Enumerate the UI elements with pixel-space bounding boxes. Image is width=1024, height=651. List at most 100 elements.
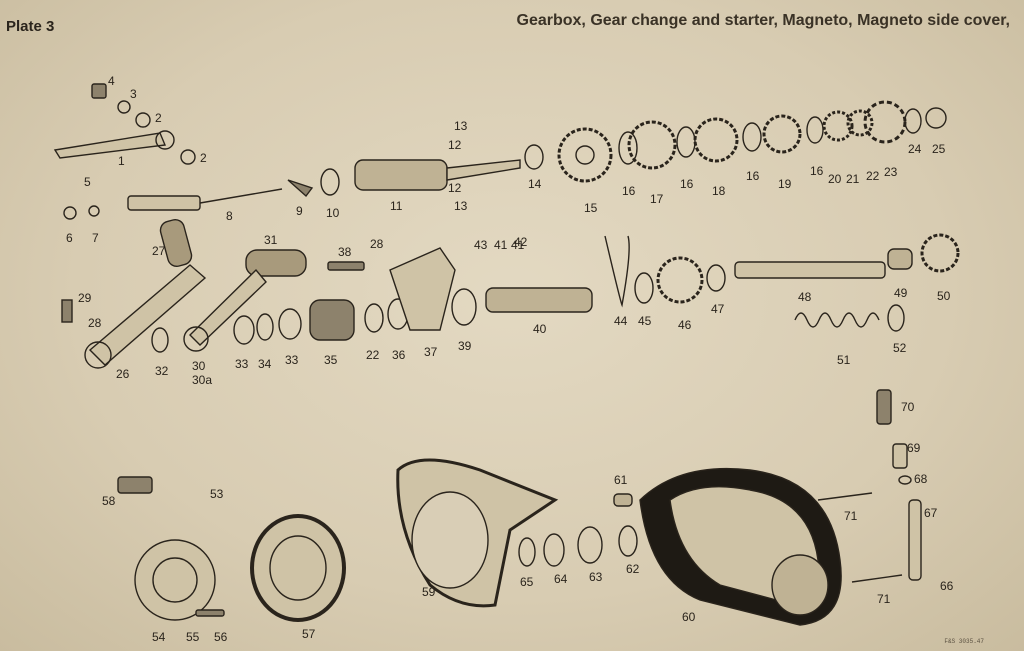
part-number-label: 3 (130, 87, 137, 101)
part-number-label: 16 (746, 169, 760, 183)
part-number-label: 49 (894, 286, 908, 300)
part-number-label: 25 (932, 142, 946, 156)
part-number-label: 71 (844, 509, 858, 523)
gear-part (693, 117, 739, 163)
ring-part (742, 122, 762, 152)
part-number-label: 44 (614, 314, 628, 328)
part-number-label: 53 (210, 487, 224, 501)
part-number-label: 45 (638, 314, 652, 328)
ring-part (451, 288, 477, 326)
part-number-label: 69 (907, 441, 921, 455)
part-number-label: 28 (370, 237, 384, 251)
mainshaft-part (446, 159, 521, 181)
part-number-label: 8 (226, 209, 233, 223)
part-number-label: 58 (102, 494, 116, 508)
part-number-label: 11 (390, 199, 403, 213)
part-number-label: 27 (152, 244, 166, 258)
bush-part (887, 248, 913, 270)
ring-part (634, 272, 654, 304)
flywheel-part (250, 514, 346, 622)
bolt-part (91, 83, 107, 99)
part-number-label: 15 (584, 201, 598, 215)
part-number-label: 9 (296, 204, 303, 218)
part-number-label: 5 (84, 175, 91, 189)
part-number-label: 43 (474, 238, 488, 252)
part-number-label: 23 (884, 165, 898, 179)
magneto-stator-part (152, 557, 198, 603)
part-number-label: 16 (810, 164, 824, 178)
part-number-label: 2 (200, 151, 207, 165)
gear-lever-part (53, 132, 167, 159)
part-number-label: 37 (424, 345, 438, 359)
screw-part (817, 492, 873, 501)
gear-part (575, 145, 595, 165)
part-number-label: 13 (454, 119, 468, 133)
part-number-label: 65 (520, 575, 534, 589)
selector-rod-part (127, 195, 201, 211)
shaft-part (908, 499, 922, 581)
sprocket-part (863, 100, 907, 144)
spring-part (794, 312, 880, 328)
washer-part (135, 112, 151, 128)
ring-part (577, 526, 603, 564)
part-number-label: 47 (711, 302, 725, 316)
part-number-label: 20 (828, 172, 842, 186)
part-number-label: 6 (66, 231, 73, 245)
screw-part (851, 574, 903, 583)
part-number-label: 54 (152, 630, 166, 644)
washer-part (155, 130, 175, 150)
gear-part (557, 127, 613, 183)
plate-number: Plate 3 (6, 18, 55, 35)
gear-part (627, 120, 677, 170)
gear-part (920, 233, 960, 273)
ring-part (518, 537, 536, 567)
part-number-label: 1 (118, 154, 125, 168)
bush-part (524, 144, 544, 170)
ring-part (706, 264, 726, 292)
part-number-label: 41 (494, 238, 508, 252)
part-number-label: 70 (901, 400, 915, 414)
ring-part (618, 525, 638, 557)
part-number-label: 52 (893, 341, 907, 355)
quadrant-plate-part (389, 247, 456, 331)
flywheel-part (269, 535, 327, 601)
mainshaft-sleeve-part (354, 159, 448, 191)
part-number-label: 33 (235, 357, 249, 371)
spring-part (604, 235, 630, 308)
bush-part (613, 493, 633, 507)
kickstart-rubber-part (245, 249, 307, 277)
part-number-label: 31 (264, 233, 278, 247)
ring-part (806, 116, 824, 144)
layshaft-part (485, 287, 593, 313)
side-cover-part (771, 554, 829, 616)
part-number-label: 60 (682, 610, 696, 624)
gear-part (846, 109, 874, 137)
part-number-label: 66 (940, 579, 954, 593)
kickstart-arm-part (189, 268, 267, 346)
part-number-label: 62 (626, 562, 640, 576)
kickstart-pedal-part (159, 219, 193, 267)
part-number-label: 30 (192, 359, 206, 373)
ring-part (887, 304, 905, 332)
part-number-label: 68 (914, 472, 928, 486)
part-number-label: 4 (108, 74, 115, 88)
ring-part (618, 131, 638, 165)
part-number-label: 42 (514, 235, 528, 249)
part-number-label: 26 (116, 367, 130, 381)
pin-part (327, 261, 365, 271)
shaft-part (734, 261, 886, 279)
part-number-label: 2 (155, 111, 162, 125)
ring-part (904, 108, 922, 134)
part-number-label: 10 (326, 206, 340, 220)
part-number-label: 46 (678, 318, 692, 332)
ring-part (278, 308, 302, 340)
part-number-label: 33 (285, 353, 299, 367)
part-number-label: 34 (258, 357, 272, 371)
part-number-label: 39 (458, 339, 472, 353)
kickstart-boss-part (84, 341, 112, 369)
bush-part (543, 533, 565, 567)
part-number-label: 22 (366, 348, 380, 362)
part-number-label: 63 (589, 570, 603, 584)
